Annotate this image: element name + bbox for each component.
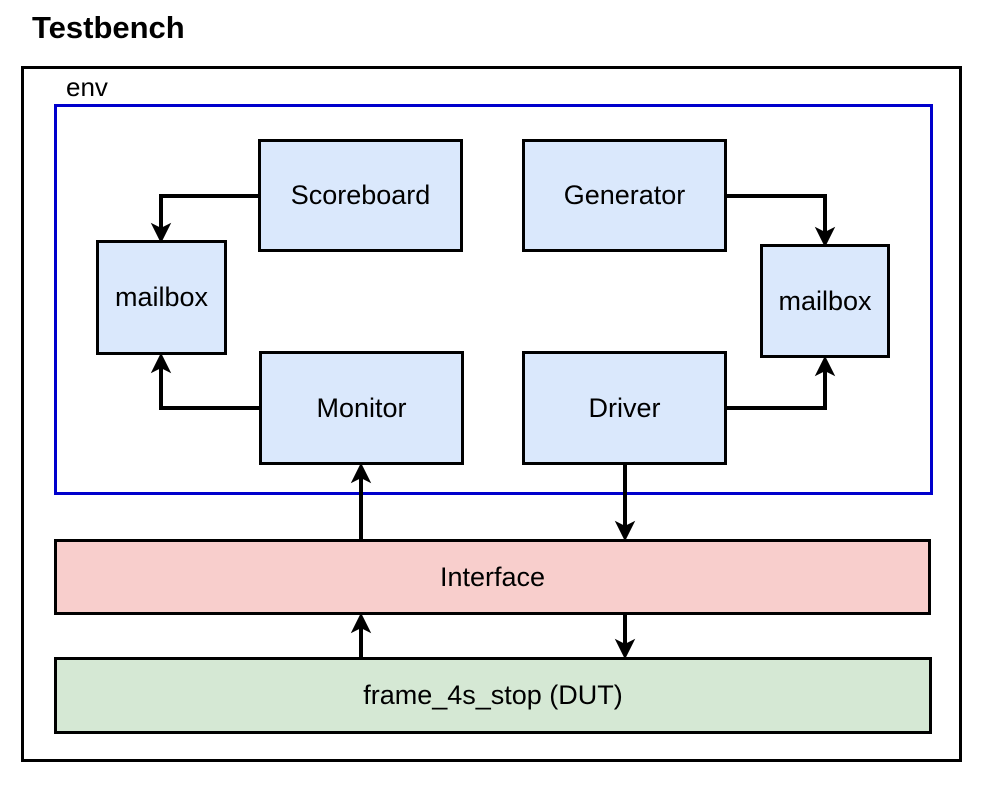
arrowhead-left-mailbox-bottom <box>150 352 172 374</box>
env-label: env <box>66 72 108 102</box>
driver-box: Driver <box>522 351 727 465</box>
scoreboard-box: Scoreboard <box>258 139 463 252</box>
interface-box: Interface <box>54 539 931 615</box>
mailbox-right-box: mailbox <box>760 244 890 358</box>
testbench-container <box>21 66 962 762</box>
arrowhead-left-mailbox-top <box>150 222 172 244</box>
arrowhead-interface-top <box>614 520 636 542</box>
dut-box: frame_4s_stop (DUT) <box>54 657 932 734</box>
arrow-generator-to-mailbox <box>727 194 827 233</box>
arrow-monitor-to-mailbox <box>159 367 259 410</box>
mailbox-left-box: mailbox <box>96 240 227 355</box>
arrowhead-right-mailbox-top <box>814 226 836 248</box>
arrow-scoreboard-to-mailbox <box>159 194 258 229</box>
arrow-driver-to-mailbox <box>727 370 827 410</box>
generator-box: Generator <box>522 139 727 252</box>
arrowhead-dut-top <box>614 638 636 660</box>
arrowhead-monitor-bottom <box>350 462 372 484</box>
testbench-title: Testbench <box>32 10 185 45</box>
arrowhead-interface-bottom <box>350 612 372 634</box>
arrowhead-right-mailbox-bottom <box>814 355 836 377</box>
env-container <box>54 104 933 495</box>
monitor-box: Monitor <box>259 351 464 465</box>
